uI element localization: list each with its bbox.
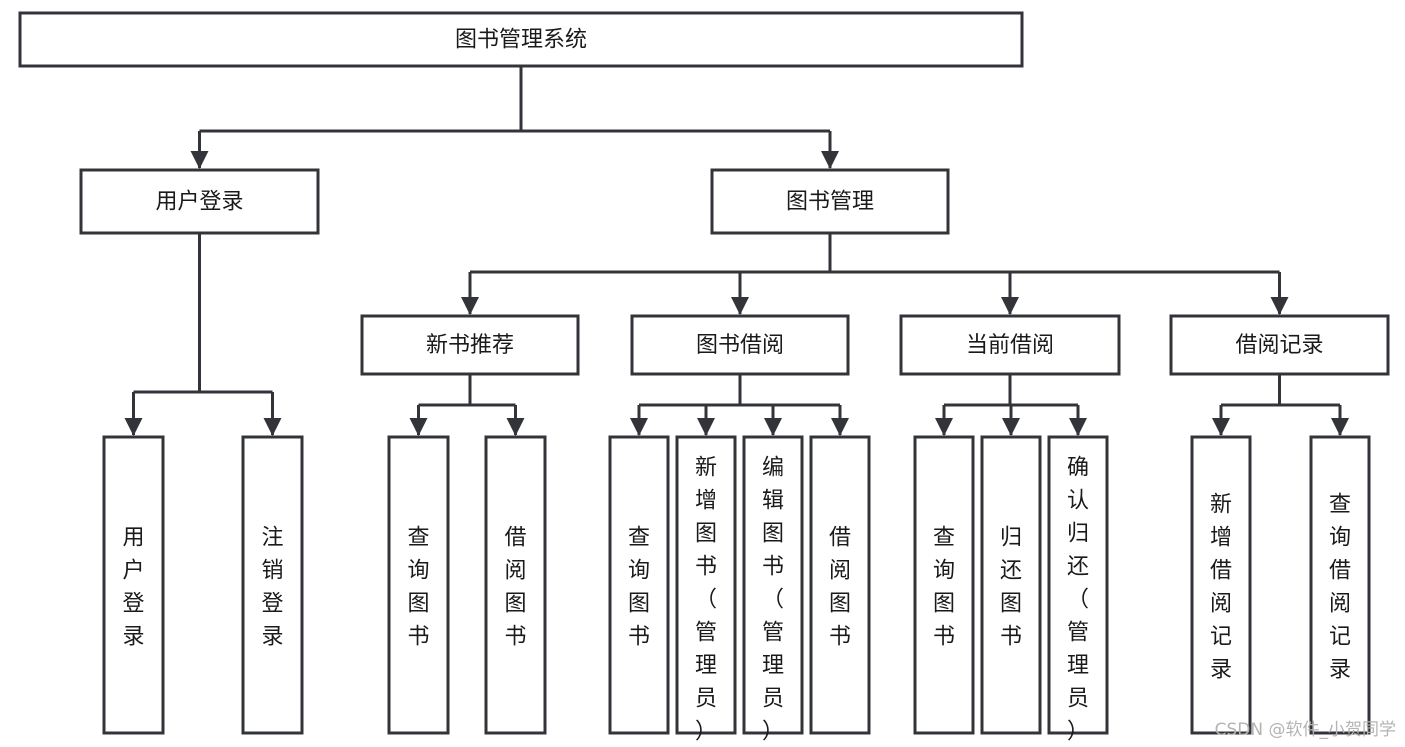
node-label-leaf-confirm-return-admin: 确认归还（管理员） (1067, 456, 1089, 745)
node-leaf-query-book[interactable]: 查询图书 (608, 435, 670, 735)
node-label-leaf-query-book-new: 查询图书 (407, 526, 429, 650)
node-label-leaf-edit-book-admin: 编辑图书（管理员） (762, 456, 784, 745)
arrow-icon-leaf-add-borrow-record (1212, 418, 1230, 436)
arrow-icon-leaf-logout (263, 418, 282, 436)
node-box-leaf-borrow-book-new (484, 435, 547, 735)
node-box-new-book-recommend (360, 314, 580, 376)
node-label-borrow-record: 借阅记录 (1235, 333, 1323, 358)
arrow-icon-leaf-borrow-book (831, 418, 849, 436)
connectors-layer (124, 66, 1349, 436)
node-label-leaf-logout: 注销登录 (261, 526, 283, 650)
arrow-icon-leaf-user-login (124, 418, 143, 436)
node-label-current-borrow: 当前借阅 (966, 333, 1054, 358)
node-box-book-management (710, 168, 950, 235)
node-book-borrow[interactable]: 图书借阅 (630, 314, 850, 376)
node-label-root: 图书管理系统 (455, 28, 587, 53)
arrow-icon-leaf-query-book (630, 418, 648, 436)
node-leaf-borrow-book[interactable]: 借阅图书 (809, 435, 871, 735)
node-box-book-borrow (630, 314, 850, 376)
node-leaf-add-book-admin[interactable]: 新增图书（管理员） (675, 435, 737, 745)
node-leaf-confirm-return-admin[interactable]: 确认归还（管理员） (1047, 435, 1109, 745)
arrow-icon-new-book-recommend (461, 297, 479, 315)
node-box-leaf-add-borrow-record (1190, 435, 1252, 735)
node-box-user-login (79, 168, 320, 235)
node-leaf-query-book-new[interactable]: 查询图书 (387, 435, 450, 735)
node-book-management[interactable]: 图书管理 (710, 168, 950, 235)
node-box-current-borrow (899, 314, 1121, 376)
arrow-icon-leaf-return-book (1002, 418, 1020, 436)
arrow-icon-leaf-edit-book-admin (764, 418, 782, 436)
node-new-book-recommend[interactable]: 新书推荐 (360, 314, 580, 376)
node-leaf-add-borrow-record[interactable]: 新增借阅记录 (1190, 435, 1252, 735)
arrow-icon-leaf-query-borrow-record (1331, 418, 1349, 436)
node-box-leaf-return-book (980, 435, 1042, 735)
arrow-icon-borrow-record (1270, 297, 1289, 315)
node-leaf-return-book[interactable]: 归还图书 (980, 435, 1042, 735)
node-leaf-logout[interactable]: 注销登录 (241, 435, 304, 735)
node-label-book-borrow: 图书借阅 (696, 333, 784, 358)
node-label-leaf-query-borrow-record: 查询借阅记录 (1329, 493, 1351, 683)
arrow-icon-book-borrow (731, 297, 749, 315)
node-box-leaf-logout (241, 435, 304, 735)
node-current-borrow[interactable]: 当前借阅 (899, 314, 1121, 376)
node-box-root (18, 11, 1024, 68)
node-box-leaf-edit-book-admin (742, 435, 804, 735)
arrow-icon-leaf-query-book-new (409, 418, 428, 436)
node-box-leaf-query-book-new (387, 435, 450, 735)
arrow-icon-current-borrow (1001, 297, 1019, 315)
node-box-leaf-add-book-admin (675, 435, 737, 735)
node-label-new-book-recommend: 新书推荐 (426, 333, 514, 358)
node-leaf-query-book-current[interactable]: 查询图书 (913, 435, 975, 735)
node-box-leaf-user-login (102, 435, 165, 735)
node-label-leaf-user-login: 用户登录 (122, 526, 144, 650)
node-label-leaf-add-borrow-record: 新增借阅记录 (1210, 493, 1232, 683)
node-box-borrow-record (1169, 314, 1390, 376)
arrow-icon-leaf-add-book-admin (697, 418, 715, 436)
node-leaf-query-borrow-record[interactable]: 查询借阅记录 (1309, 435, 1371, 735)
node-box-leaf-borrow-book (809, 435, 871, 735)
nodes-layer: 图书管理系统用户登录图书管理新书推荐图书借阅当前借阅借阅记录用户登录注销登录查询… (18, 11, 1390, 745)
arrow-icon-leaf-borrow-book-new (506, 418, 525, 436)
node-leaf-edit-book-admin[interactable]: 编辑图书（管理员） (742, 435, 804, 745)
csdn-watermark: CSDN @软件_小贺同学 (1215, 720, 1396, 740)
arrow-icon-leaf-confirm-return-admin (1069, 418, 1087, 436)
arrow-icon-leaf-query-book-current (935, 418, 953, 436)
node-root[interactable]: 图书管理系统 (18, 11, 1024, 68)
node-label-book-management: 图书管理 (786, 190, 874, 215)
node-leaf-borrow-book-new[interactable]: 借阅图书 (484, 435, 547, 735)
node-box-leaf-confirm-return-admin (1047, 435, 1109, 735)
node-label-leaf-query-book-current: 查询图书 (933, 526, 955, 650)
node-borrow-record[interactable]: 借阅记录 (1169, 314, 1390, 376)
node-box-leaf-query-book (608, 435, 670, 735)
arrow-icon-book-management (821, 151, 839, 169)
arrow-icon-user-login (190, 151, 209, 169)
node-box-leaf-query-book-current (913, 435, 975, 735)
node-label-user-login: 用户登录 (155, 190, 243, 215)
node-box-leaf-query-borrow-record (1309, 435, 1371, 735)
node-label-leaf-add-book-admin: 新增图书（管理员） (695, 456, 717, 745)
node-label-leaf-borrow-book-new: 借阅图书 (504, 526, 526, 650)
node-label-leaf-borrow-book: 借阅图书 (829, 526, 851, 650)
node-user-login[interactable]: 用户登录 (79, 168, 320, 235)
node-label-leaf-return-book: 归还图书 (1000, 526, 1022, 650)
node-label-leaf-query-book: 查询图书 (628, 526, 650, 650)
node-leaf-user-login[interactable]: 用户登录 (102, 435, 165, 735)
